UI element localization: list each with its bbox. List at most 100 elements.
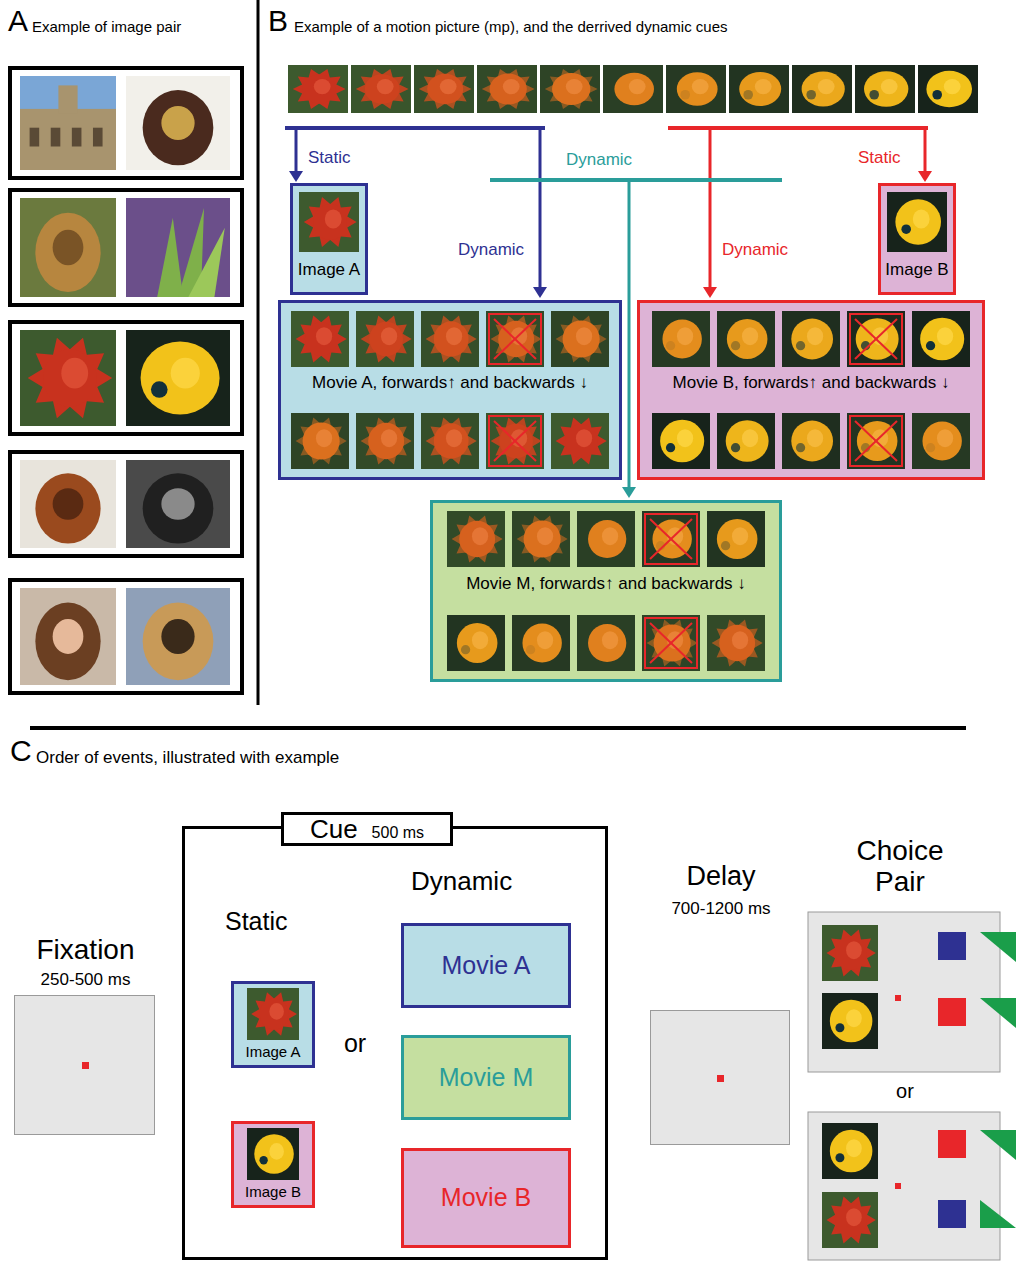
or-label: or [880, 1080, 930, 1103]
leaf-shape [296, 316, 347, 363]
image-pair-frame [10, 452, 242, 556]
leaf-shape [251, 992, 297, 1036]
frame-ground [912, 311, 970, 367]
movie-frame [642, 511, 700, 567]
box-label: Image A [296, 260, 362, 280]
object-shape [864, 71, 908, 107]
photo-ground [126, 76, 230, 170]
arrow-head [533, 287, 547, 298]
movie-frame [477, 65, 537, 113]
photo-object [35, 603, 100, 681]
fish-spot [731, 443, 740, 452]
frame-ground [551, 311, 609, 367]
fish-spot [461, 645, 470, 654]
movie-frame [20, 330, 116, 426]
fish-spot [926, 443, 935, 452]
leaf-shape [517, 516, 568, 563]
frame-ground [912, 413, 970, 469]
photo-ground [126, 460, 230, 548]
frame-ground [447, 615, 505, 671]
image-pair-frame [10, 68, 242, 178]
frame-ground [822, 1192, 878, 1248]
photo-ground [20, 198, 116, 297]
frame-ground [729, 65, 789, 113]
drop-mark [494, 319, 536, 359]
drop-mark [650, 623, 692, 663]
object-texture [446, 429, 462, 447]
fish-spot [151, 381, 168, 398]
object-texture [732, 631, 748, 649]
leaf-shape [482, 69, 535, 109]
choice-screen [808, 1112, 1000, 1260]
movie-frame [291, 311, 349, 367]
leaf-shape [28, 338, 113, 418]
photo-detail [161, 619, 194, 654]
movie-frame [414, 65, 474, 113]
object-shape [830, 1000, 873, 1043]
panel-letter: C [10, 734, 32, 769]
movie-frame [782, 311, 840, 367]
drop-mark [650, 519, 692, 559]
photo [126, 198, 230, 297]
movie-frame [447, 615, 505, 671]
drop-mark [494, 421, 536, 461]
frame-ground [421, 311, 479, 367]
movie-frame [603, 65, 663, 113]
object-shape [563, 320, 600, 357]
photo-detail [53, 230, 84, 266]
movie-cue-box: Movie B [401, 1148, 571, 1248]
photo-ground [20, 460, 116, 548]
photo-ground [126, 588, 230, 685]
response-triangle [980, 932, 1016, 962]
frame-ground [512, 511, 570, 567]
object-shape [926, 71, 972, 107]
static-image-box: Image B [878, 183, 956, 295]
movie-frame [512, 511, 570, 567]
fish-spot [835, 1153, 844, 1162]
frame-ground [855, 65, 915, 113]
choice-images [822, 925, 878, 1248]
fish-spot [721, 541, 730, 550]
movie-frame [486, 413, 544, 469]
object-shape [895, 199, 941, 245]
object-texture [503, 79, 520, 94]
object-shape [368, 423, 404, 459]
frame-ground [577, 511, 635, 567]
frame-ground [707, 511, 765, 567]
drop-mark [855, 319, 897, 359]
photo-object [20, 109, 116, 170]
frame-ground [291, 311, 349, 367]
image-pair-frame [10, 580, 242, 693]
object-texture [381, 429, 397, 447]
box-label: Image B [237, 1183, 309, 1200]
choice-screen [808, 912, 1000, 1072]
fixation-dot [895, 1183, 901, 1189]
movie-frame [447, 511, 505, 567]
leaf-shape [827, 930, 876, 977]
object-texture [692, 79, 709, 94]
photo-object [35, 213, 100, 292]
frame-ground [782, 311, 840, 367]
object-shape [662, 320, 701, 359]
frame-ground [356, 413, 414, 469]
movie-cue-box: Movie A [401, 923, 571, 1008]
panel-title: Example of a motion picture (mp), and th… [294, 18, 728, 35]
movie-frame [551, 413, 609, 469]
photo-detail [93, 128, 103, 147]
arrow-head [918, 171, 932, 182]
object-shape [141, 342, 220, 415]
duration-label: 500 ms [372, 824, 424, 842]
fish-spot [666, 443, 675, 452]
cue-frame: Cue500 msStaticorDynamicImage AImage BMo… [182, 826, 608, 1260]
object-shape [365, 74, 400, 104]
object-texture [325, 209, 342, 228]
response-square [938, 998, 966, 1026]
movie-frame [512, 615, 570, 671]
object-shape [457, 623, 498, 663]
movie-box: Movie B, forwards↑ and backwards ↓ [637, 300, 985, 480]
object-shape [727, 319, 768, 359]
object-shape [856, 318, 899, 360]
object-texture [677, 429, 693, 447]
frame-ground [288, 65, 348, 113]
